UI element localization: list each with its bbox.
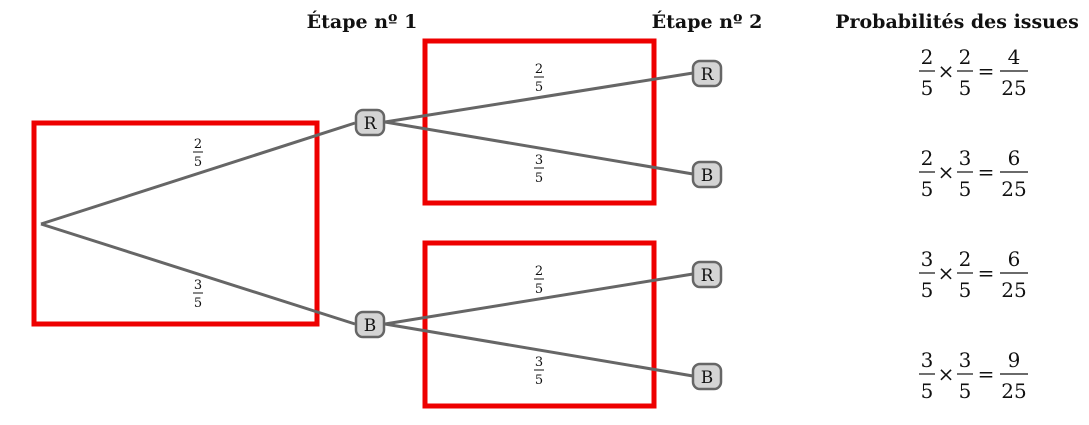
factor2-denominator: 5 xyxy=(959,76,972,100)
factor2-numerator: 2 xyxy=(959,247,972,271)
factor2-denominator: 5 xyxy=(959,278,972,302)
edge-root-r xyxy=(40,121,356,226)
result-numerator: 6 xyxy=(1008,247,1021,271)
branch-label-b-top: 2 5 xyxy=(534,264,544,297)
node-step2-rr: R xyxy=(691,59,723,88)
factor1-numerator: 2 xyxy=(921,45,934,69)
result-numerator: 4 xyxy=(1008,45,1021,69)
highlight-box-step2-top xyxy=(422,38,657,206)
result-denominator: 25 xyxy=(1001,76,1026,100)
outcomes-header: Probabilités des issues xyxy=(835,11,1079,33)
factor1-denominator: 5 xyxy=(921,177,934,201)
equals-sign: = xyxy=(978,261,995,285)
node-step2-rb: B xyxy=(691,160,723,189)
branch-label-numerator: 2 xyxy=(535,62,543,77)
branch-label-b-bottom: 3 5 xyxy=(534,355,544,388)
outcome-formula-2: 2 5 × 3 5 = 6 25 xyxy=(919,146,1028,201)
equals-sign: = xyxy=(978,160,995,184)
result-numerator: 6 xyxy=(1008,146,1021,170)
branch-label-numerator: 3 xyxy=(535,355,543,370)
node-shape xyxy=(691,362,723,391)
times-sign: × xyxy=(938,160,955,184)
node-step1-r: R xyxy=(354,108,386,137)
factor2-numerator: 2 xyxy=(959,45,972,69)
node-label: R xyxy=(364,114,378,134)
factor1-denominator: 5 xyxy=(921,379,934,403)
branch-label-r-top: 2 5 xyxy=(534,62,544,95)
branch-label-denominator: 5 xyxy=(535,282,543,297)
branch-label-denominator: 5 xyxy=(535,80,543,95)
factor1-denominator: 5 xyxy=(921,278,934,302)
highlight-box-step1 xyxy=(31,120,320,327)
branch-label-r-bottom: 3 5 xyxy=(534,153,544,186)
branch-label-root-bottom: 3 5 xyxy=(193,278,203,311)
branch-label-root-top: 2 5 xyxy=(193,137,203,170)
equals-sign: = xyxy=(978,59,995,83)
equals-sign: = xyxy=(978,362,995,386)
branch-label-denominator: 5 xyxy=(535,171,543,186)
node-label: B xyxy=(701,166,714,186)
times-sign: × xyxy=(938,261,955,285)
step2-header: Étape nº 2 xyxy=(652,10,763,33)
edge-root-b xyxy=(40,222,356,326)
highlight-box-step2-bottom xyxy=(422,240,657,409)
result-numerator: 9 xyxy=(1008,348,1021,372)
outcome-formula-1: 2 5 × 2 5 = 4 25 xyxy=(919,45,1028,100)
branch-label-numerator: 3 xyxy=(535,153,543,168)
branch-label-numerator: 2 xyxy=(194,137,202,152)
times-sign: × xyxy=(938,362,955,386)
times-sign: × xyxy=(938,59,955,83)
node-label: B xyxy=(701,368,714,388)
branch-label-denominator: 5 xyxy=(194,296,202,311)
edge-r-r xyxy=(384,71,694,124)
factor1-numerator: 2 xyxy=(921,146,934,170)
node-step2-bb: B xyxy=(691,362,723,391)
node-shape xyxy=(691,260,723,289)
edge-r-b xyxy=(384,120,694,176)
factor1-denominator: 5 xyxy=(921,76,934,100)
factor1-numerator: 3 xyxy=(921,348,934,372)
factor2-numerator: 3 xyxy=(959,146,972,170)
factor2-denominator: 5 xyxy=(959,177,972,201)
node-shape xyxy=(691,59,723,88)
outcome-formula-4: 3 5 × 3 5 = 9 25 xyxy=(919,348,1028,403)
step1-header: Étape nº 1 xyxy=(307,10,418,33)
branch-label-denominator: 5 xyxy=(535,373,543,388)
branch-label-numerator: 3 xyxy=(194,278,202,293)
factor2-numerator: 3 xyxy=(959,348,972,372)
node-label: R xyxy=(701,65,715,85)
node-shape xyxy=(691,160,723,189)
result-denominator: 25 xyxy=(1001,278,1026,302)
edge-b-b xyxy=(384,322,694,378)
outcome-formula-3: 3 5 × 2 5 = 6 25 xyxy=(919,247,1028,302)
result-denominator: 25 xyxy=(1001,177,1026,201)
edge-b-r xyxy=(384,272,694,326)
node-shape xyxy=(354,310,386,339)
branch-label-numerator: 2 xyxy=(535,264,543,279)
node-step1-b: B xyxy=(354,310,386,339)
node-step2-br: R xyxy=(691,260,723,289)
result-denominator: 25 xyxy=(1001,379,1026,403)
factor2-denominator: 5 xyxy=(959,379,972,403)
factor1-numerator: 3 xyxy=(921,247,934,271)
node-label: R xyxy=(701,266,715,286)
node-shape xyxy=(354,108,386,137)
node-label: B xyxy=(364,316,377,336)
branch-label-denominator: 5 xyxy=(194,155,202,170)
